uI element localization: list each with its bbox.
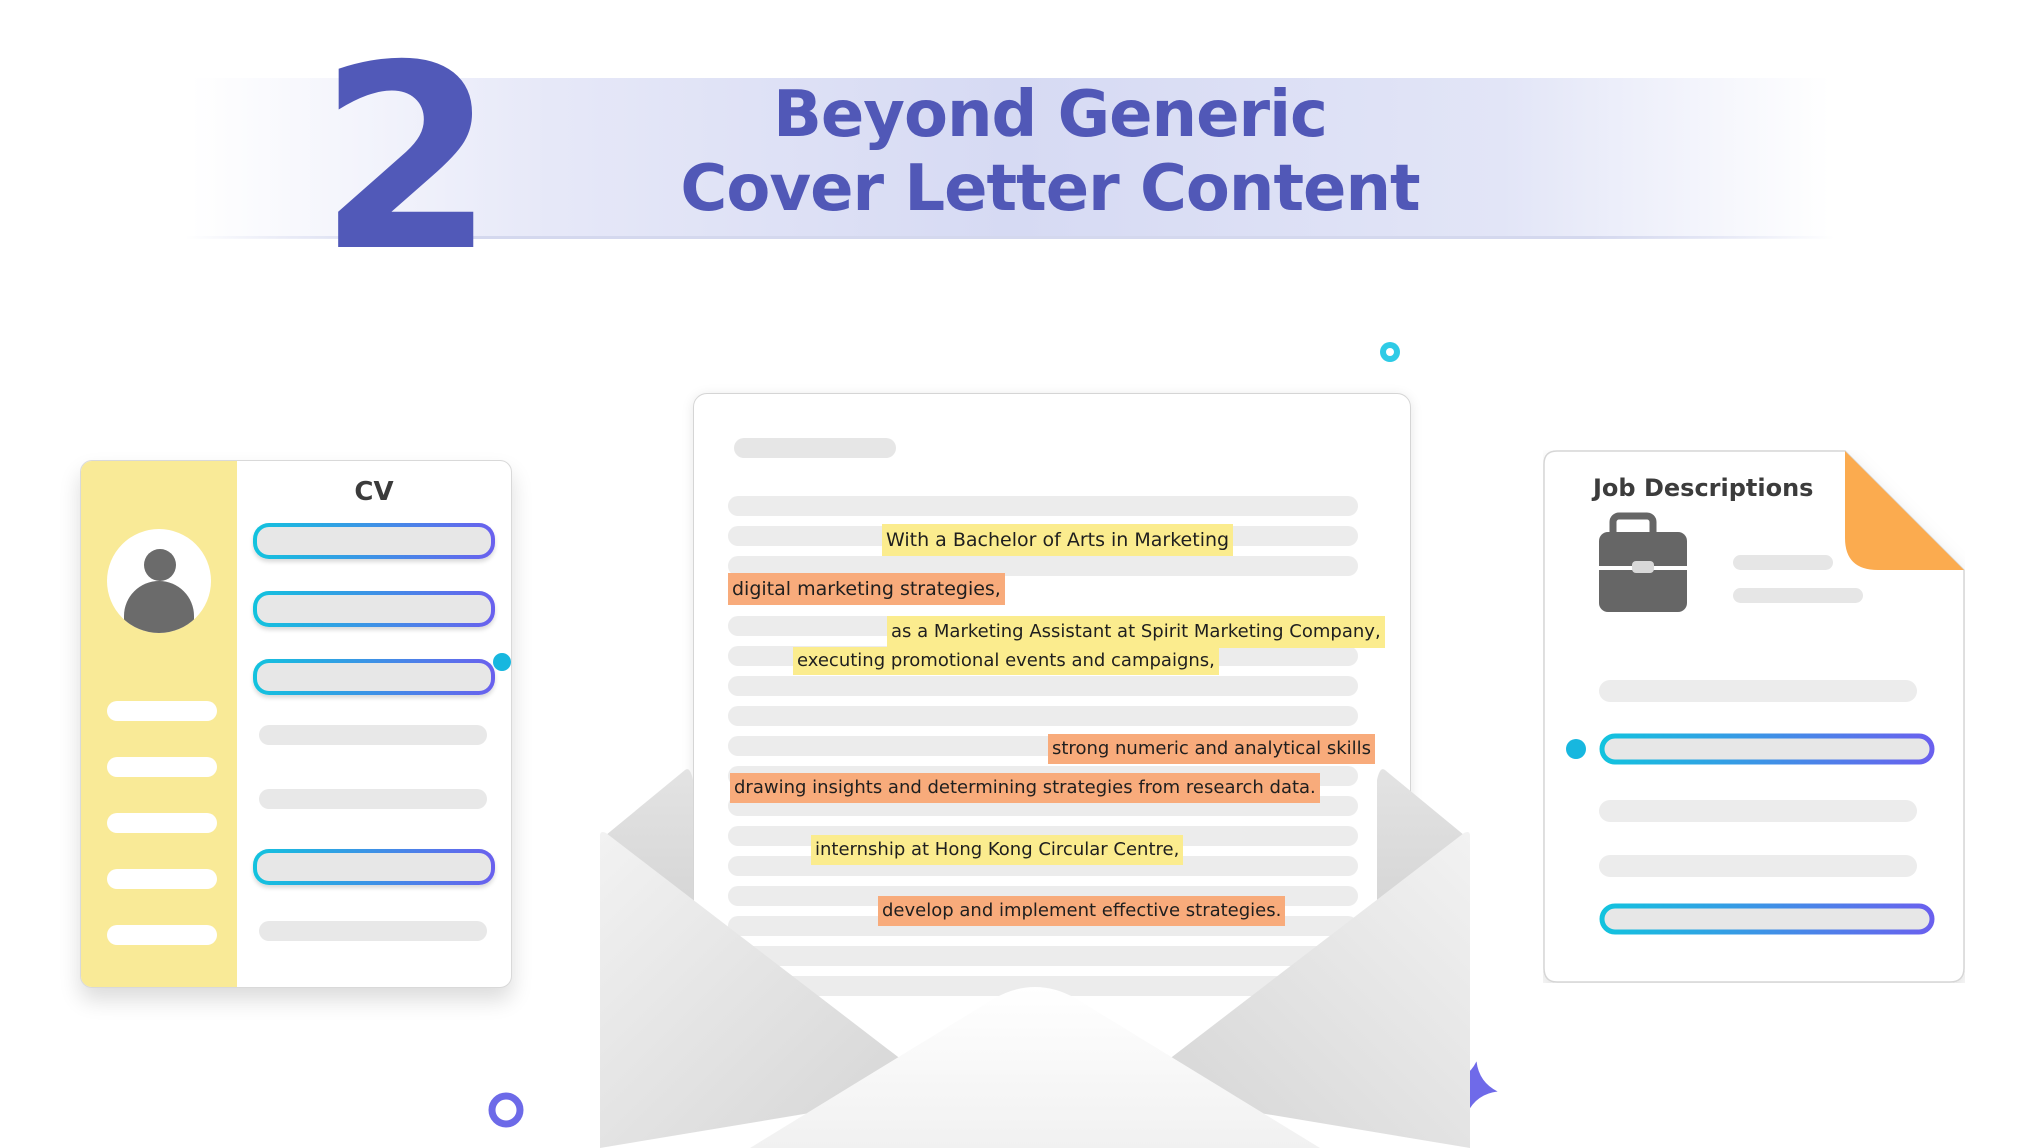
letter-highlight: drawing insights and determining strateg… (730, 773, 1320, 803)
cv-highlighted-line (253, 659, 495, 695)
cv-label: CV (354, 477, 394, 507)
letter-highlight: digital marketing strategies, (728, 573, 1005, 605)
letter-text-line (728, 946, 1358, 966)
cv-sidebar-line (107, 925, 217, 945)
avatar-icon (107, 529, 211, 633)
step-number: 2 (318, 11, 495, 308)
title-line-1: Beyond Generic (773, 78, 1328, 152)
cv-highlighted-line (253, 523, 495, 559)
letter-text-line (728, 496, 1358, 516)
letter-text-line (728, 706, 1358, 726)
job-description-card (1543, 450, 1965, 983)
letter-highlight: executing promotional events and campaig… (793, 647, 1219, 675)
letter-highlight: develop and implement effective strategi… (878, 896, 1286, 926)
title-line-2: Cover Letter Content (680, 152, 1420, 226)
cv-sidebar-line (107, 813, 217, 833)
title-banner (190, 78, 1830, 238)
sparkle-decoration (1446, 1061, 1498, 1113)
ring-decoration (488, 1092, 524, 1128)
cv-highlighted-line (253, 849, 495, 885)
letter-highlight: strong numeric and analytical skills (1048, 734, 1376, 764)
briefcase-icon (1599, 512, 1687, 612)
cv-sidebar (81, 461, 237, 987)
letter-highlight: as a Marketing Assistant at Spirit Marke… (887, 616, 1385, 648)
letter-text-line (728, 556, 1358, 576)
cv-sidebar-line (107, 757, 217, 777)
cv-text-line (259, 789, 487, 809)
cv-text-line (259, 921, 487, 941)
envelope (600, 769, 1470, 1148)
cv-card: CV (80, 460, 512, 988)
letter-highlight: With a Bachelor of Arts in Marketing (882, 524, 1234, 556)
letter-heading-line (734, 438, 896, 458)
cv-highlighted-line (253, 591, 495, 627)
job-descriptions-label: Job Descriptions (1593, 474, 1814, 502)
title-underline (185, 236, 1835, 239)
letter-text-line (728, 676, 1358, 696)
dot-decoration (1380, 342, 1400, 362)
letter-text-line (728, 976, 1358, 996)
letter-highlight: internship at Hong Kong Circular Centre, (811, 835, 1184, 865)
folded-corner-icon (1845, 451, 1964, 570)
cv-text-line (259, 725, 487, 745)
cv-sidebar-line (107, 869, 217, 889)
cv-sidebar-line (107, 701, 217, 721)
page-title: Beyond Generic Cover Letter Content (650, 78, 1450, 226)
